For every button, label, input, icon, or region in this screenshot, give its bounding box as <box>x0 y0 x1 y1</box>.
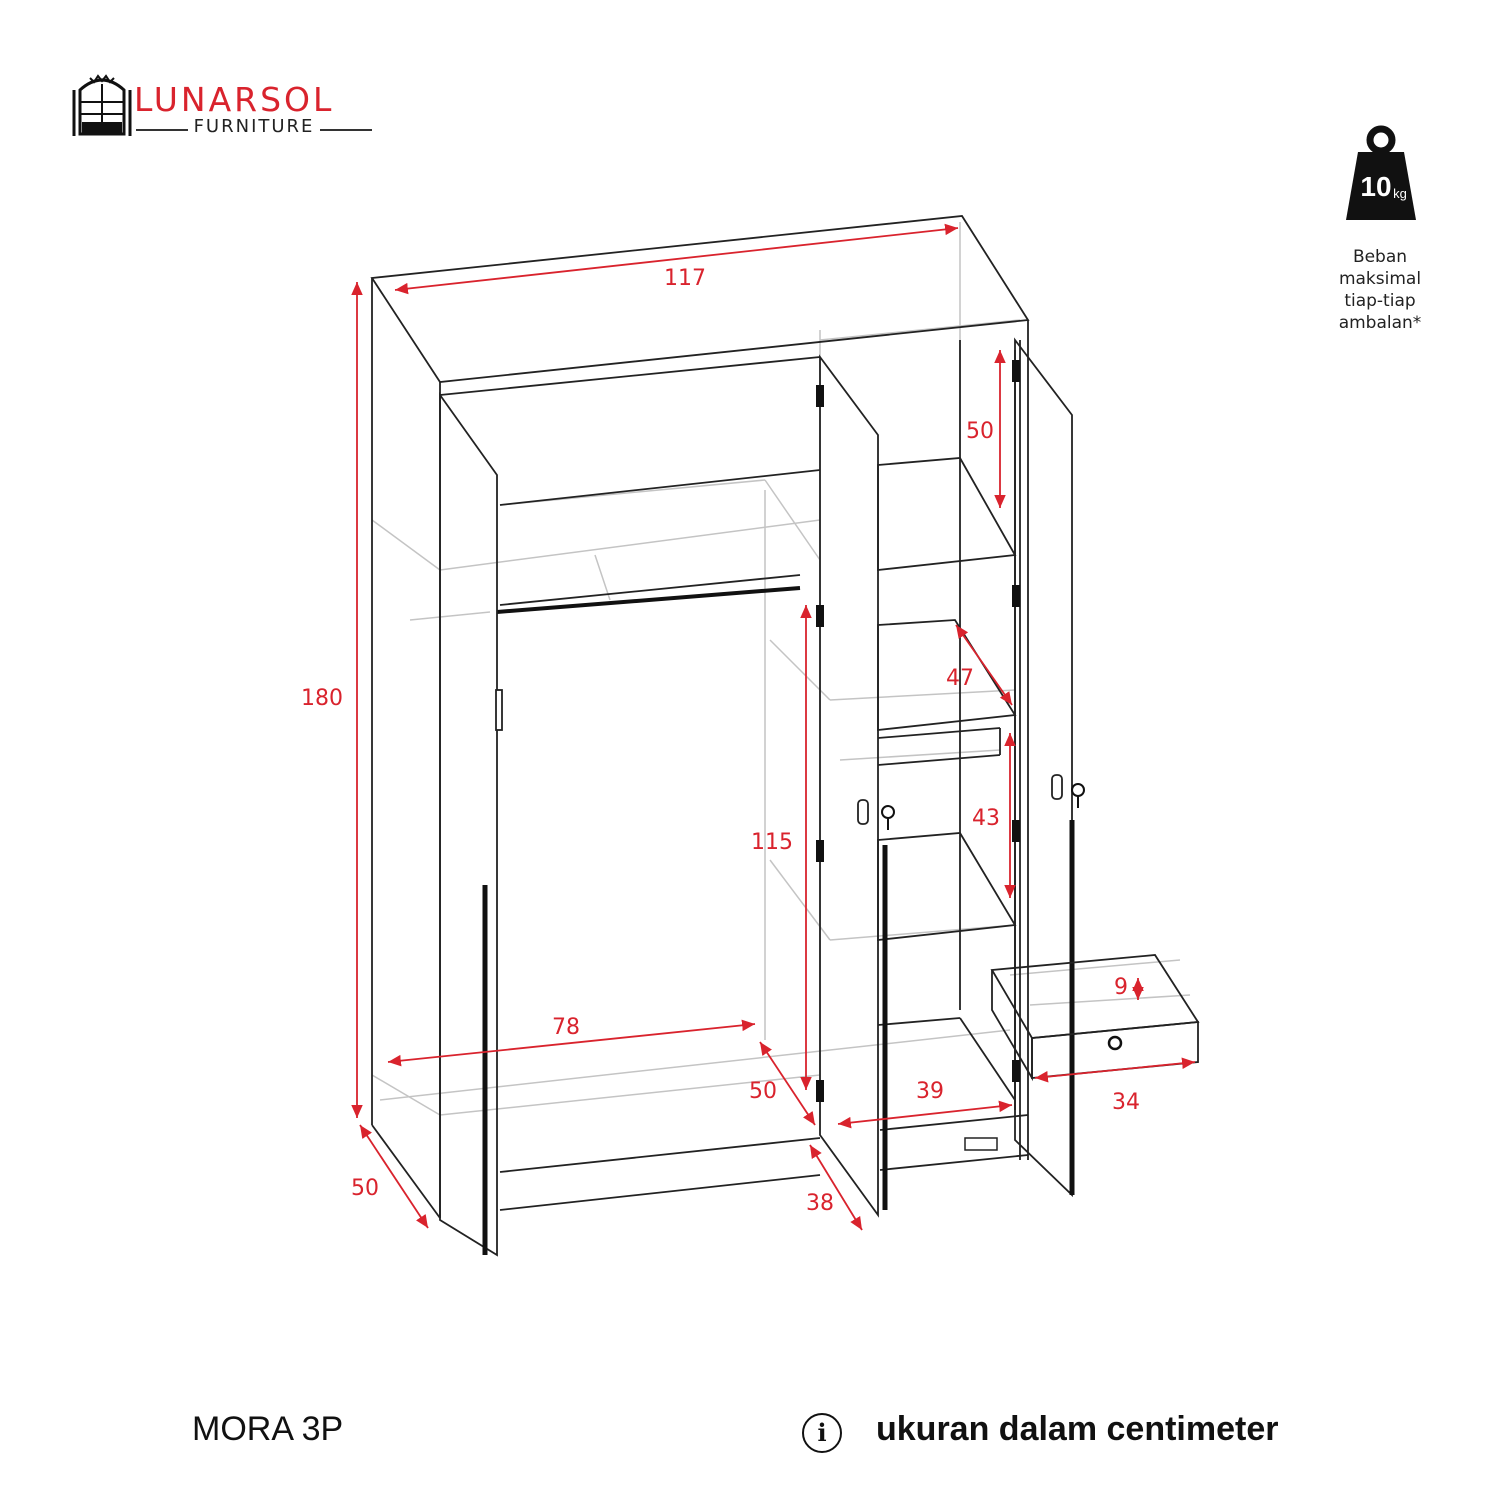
dimension-labels: 117 180 50 50 47 43 9 34 39 78 115 50 38 <box>301 266 1140 1216</box>
weight-value: 10 <box>1360 171 1391 202</box>
dim-drawer-height: 9 <box>1114 975 1128 1000</box>
dim-shelf-depth: 47 <box>946 666 974 691</box>
hanging-rail <box>496 586 801 614</box>
right-door <box>1014 337 1075 1198</box>
plinth-handle <box>964 1137 998 1151</box>
load-caption-line: maksimal <box>1338 269 1422 289</box>
door-hinges <box>816 360 1020 1102</box>
info-icon: i <box>802 1413 842 1453</box>
brand-subtitle: FURNITURE <box>136 116 372 137</box>
dim-door-depth: 38 <box>806 1191 834 1216</box>
unit-note: ukuran dalam centimeter <box>876 1410 1279 1448</box>
brand-logo-icon <box>72 74 132 136</box>
brand-name: LUNARSOL <box>134 80 335 119</box>
dim-hanging-depth: 50 <box>749 1079 777 1104</box>
dim-total-width: 117 <box>664 266 706 291</box>
shelves <box>499 457 1017 1101</box>
dim-top-shelf-height: 50 <box>966 419 994 444</box>
dimension-lines <box>351 223 1196 1231</box>
dim-right-inner-width: 39 <box>916 1079 944 1104</box>
dim-hanging-height: 115 <box>751 830 793 855</box>
load-caption: Beban maksimal tiap-tiap ambalan* <box>1320 246 1440 334</box>
inner-ghost-lines <box>371 222 1191 1130</box>
load-caption-line: Beban <box>1352 247 1408 267</box>
key-icon <box>881 783 1085 830</box>
dim-drawer-width: 34 <box>1112 1090 1140 1115</box>
load-caption-line: ambalan* <box>1338 313 1422 333</box>
left-door <box>439 392 503 1257</box>
dim-total-depth: 50 <box>351 1176 379 1201</box>
product-name: MORA 3P <box>192 1410 344 1448</box>
dim-middle-shelf-height: 43 <box>972 806 1000 831</box>
wardrobe-carcass <box>370 215 1030 1219</box>
middle-door <box>819 354 888 1218</box>
weight-unit: kg <box>1393 186 1407 201</box>
weight-icon: 10 kg <box>1346 125 1416 220</box>
drawer <box>990 954 1200 1082</box>
load-caption-line: tiap-tiap <box>1344 291 1416 311</box>
dim-hanging-width: 78 <box>552 1015 580 1040</box>
dim-total-height: 180 <box>301 686 343 711</box>
brand-subtitle-text: FURNITURE <box>187 116 321 137</box>
